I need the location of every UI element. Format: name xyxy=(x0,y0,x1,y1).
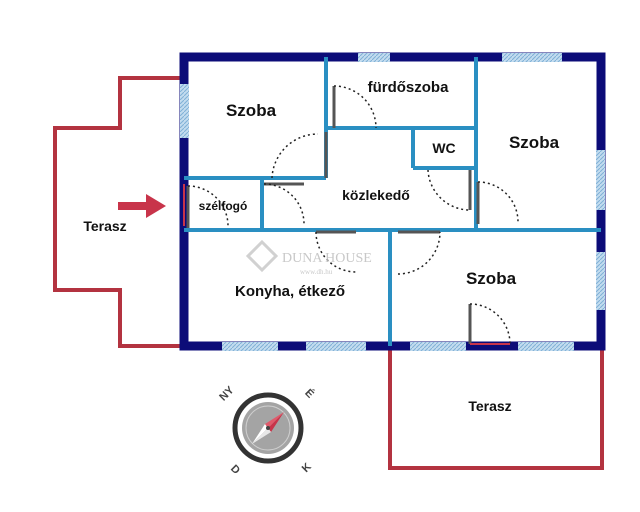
terrace-label-bottom: Terasz xyxy=(468,398,511,414)
window xyxy=(222,342,278,351)
room-label-konyha: Konyha, étkező xyxy=(235,283,345,300)
entry-arrow-icon xyxy=(118,194,166,218)
compass-label-e: É xyxy=(302,386,316,400)
windows xyxy=(180,53,605,351)
window xyxy=(410,342,466,351)
watermark-url: www.dh.hu xyxy=(300,268,333,276)
watermark-brand: DUNA HOUSE xyxy=(282,251,372,266)
terrace-outlines xyxy=(53,76,604,470)
room-label-szoba-top-left: Szoba xyxy=(226,101,277,120)
room-label-szelfogo: szélfogó xyxy=(199,199,248,213)
room-label-kozlekedo: közlekedő xyxy=(342,187,410,203)
window xyxy=(596,150,605,210)
doors xyxy=(183,85,519,345)
door-icon xyxy=(271,132,328,179)
terrace-left-outline xyxy=(53,76,180,348)
window xyxy=(502,53,562,62)
door-icon xyxy=(468,303,511,345)
door-icon xyxy=(476,181,519,224)
room-label-furdoszoba: fürdőszoba xyxy=(368,79,449,96)
room-label-szoba-bottom-right: Szoba xyxy=(466,269,517,288)
window xyxy=(518,342,574,351)
window xyxy=(358,53,390,62)
compass-label-ny: NY xyxy=(217,384,237,404)
door-icon xyxy=(315,230,357,273)
watermark-logo: DUNA HOUSE www.dh.hu xyxy=(245,239,372,276)
room-label-szoba-top-right: Szoba xyxy=(509,133,560,152)
window xyxy=(596,252,605,310)
door-icon xyxy=(397,230,441,275)
compass-label-k: K xyxy=(300,461,314,475)
window xyxy=(306,342,366,351)
door-icon xyxy=(427,169,472,211)
door-icon xyxy=(332,85,377,129)
terrace-bottom-outline xyxy=(388,348,604,470)
window xyxy=(180,84,189,138)
room-label-wc: WC xyxy=(432,140,455,156)
terrace-label-left: Terasz xyxy=(83,218,126,234)
compass-icon xyxy=(232,392,304,464)
compass-label-d: D xyxy=(228,463,242,477)
door-icon xyxy=(186,185,229,228)
door-icon xyxy=(263,182,305,225)
